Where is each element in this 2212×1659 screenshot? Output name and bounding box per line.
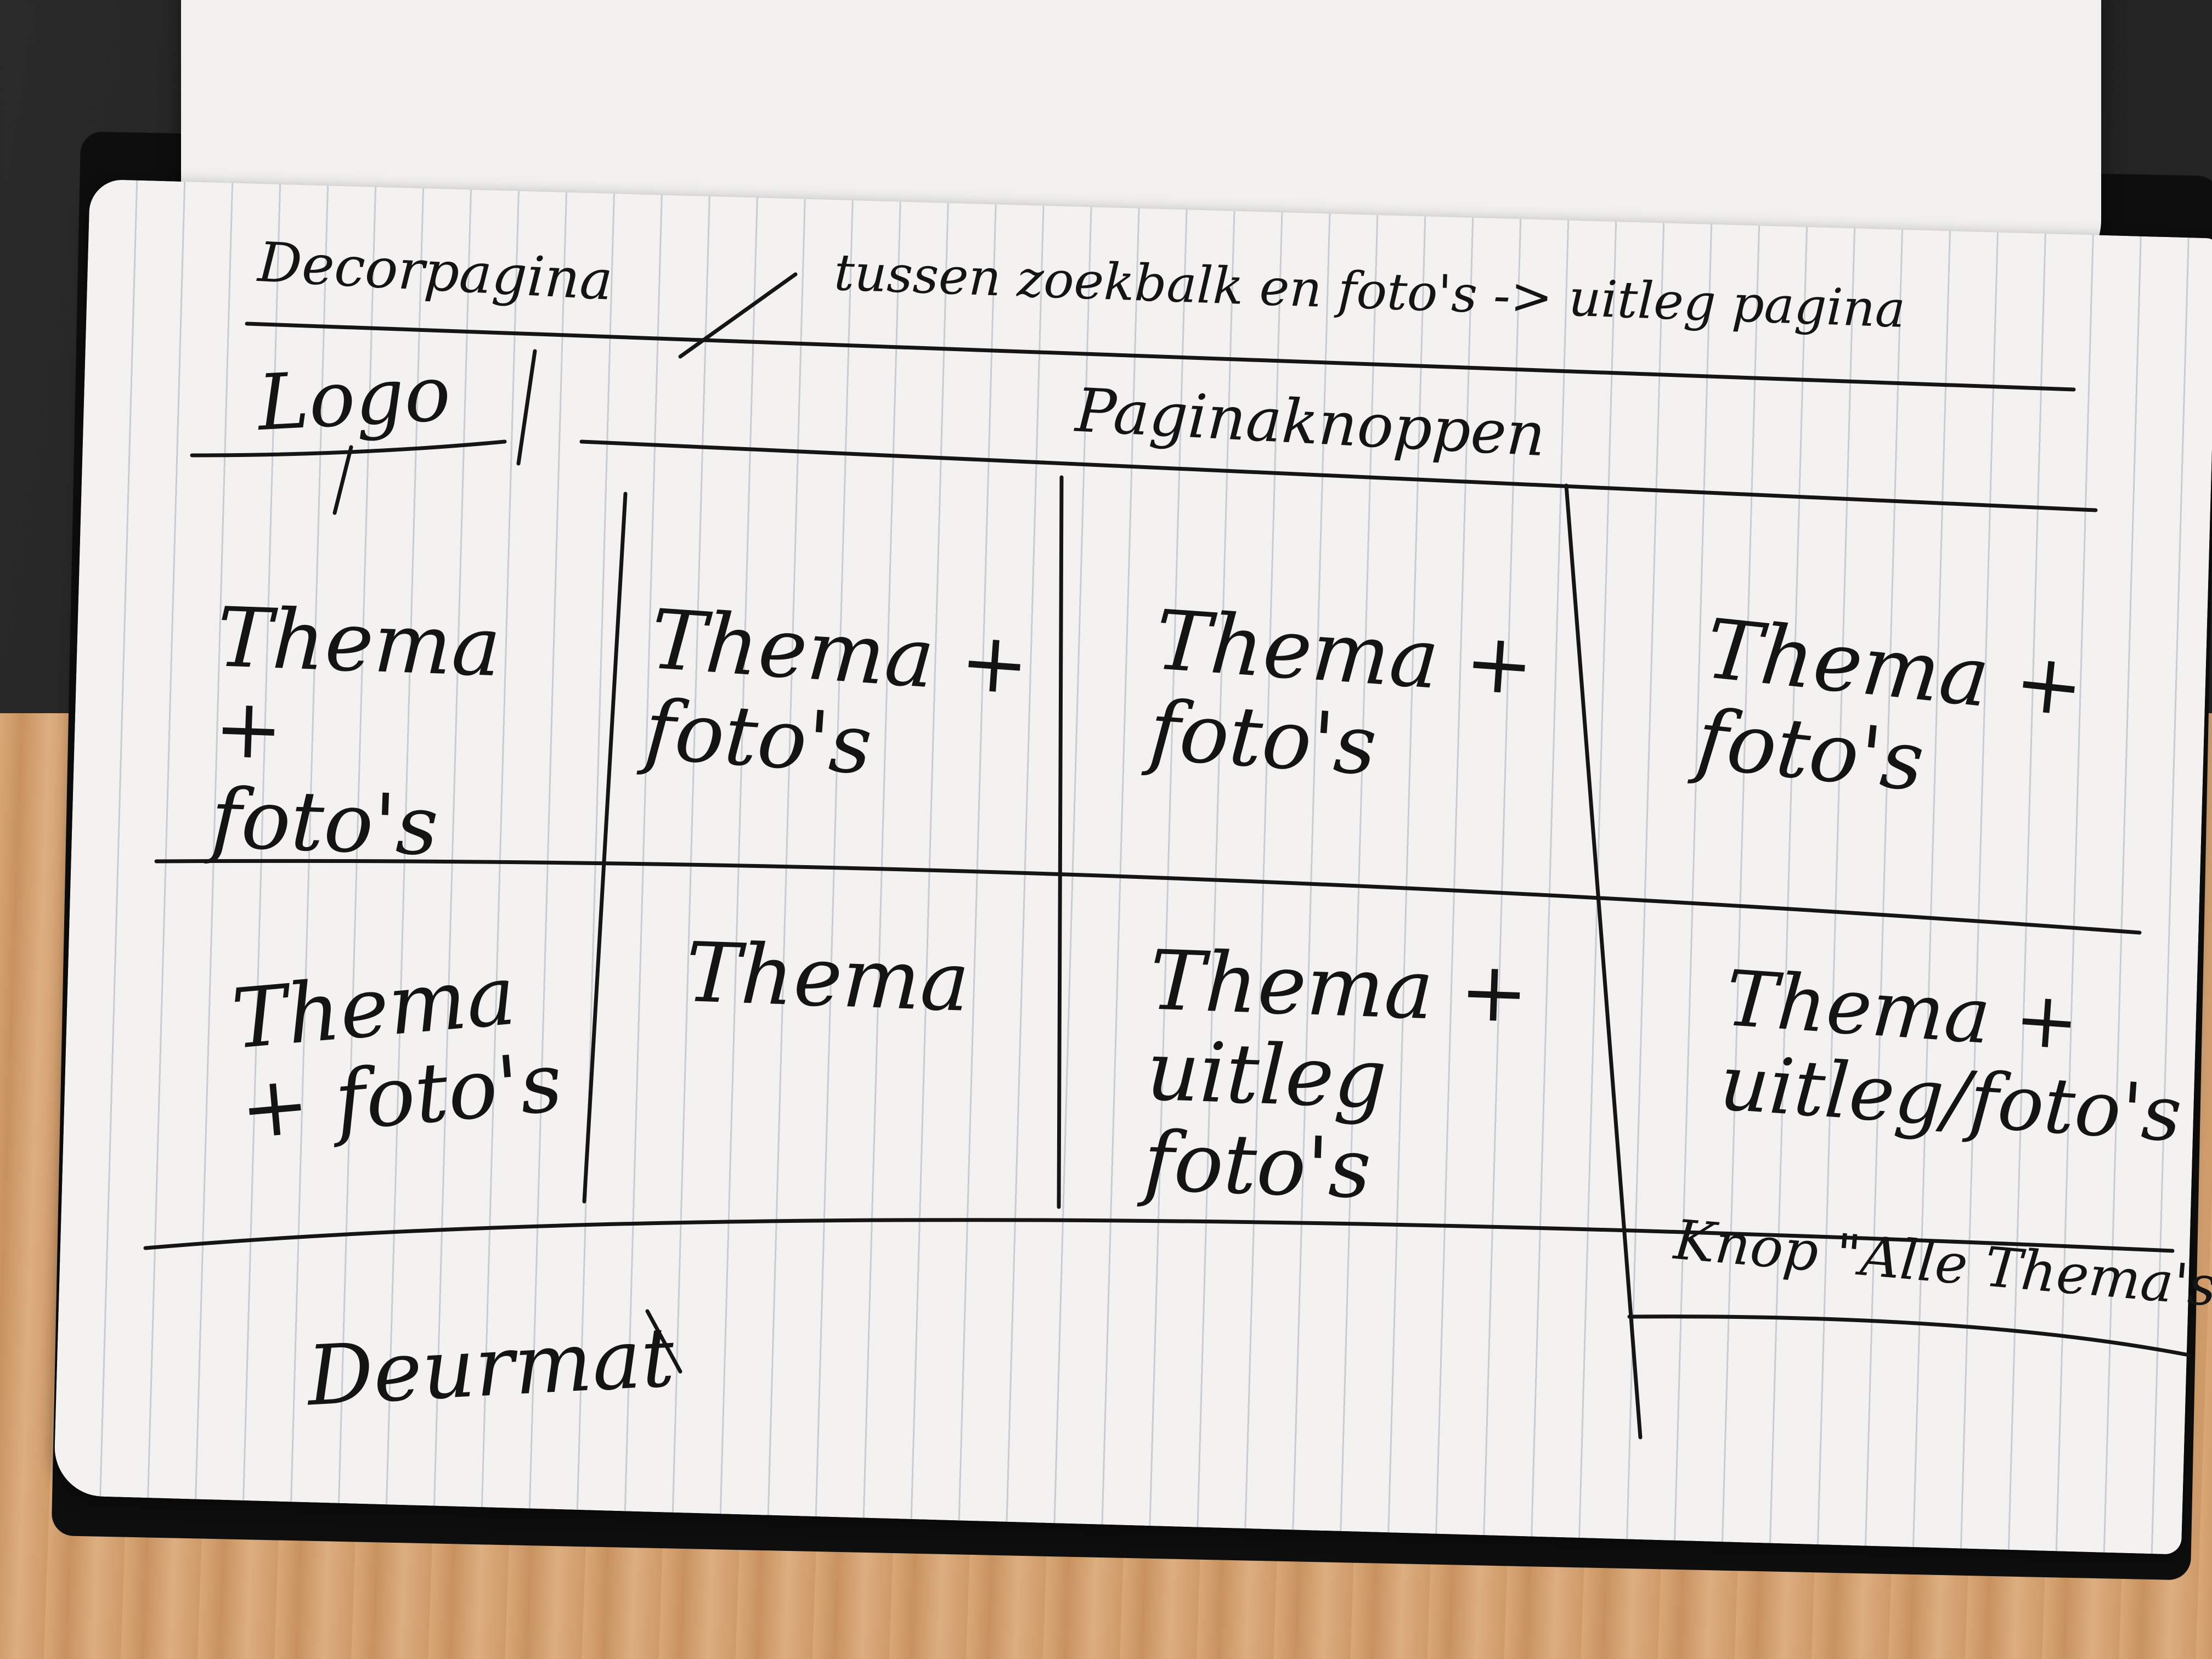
grid-bottom-divider bbox=[143, 1218, 2175, 1253]
theme-tile-r1c2: Thema + foto's bbox=[641, 591, 1032, 794]
button-underline bbox=[1627, 1314, 2191, 1357]
logo-placeholder: Logo bbox=[255, 348, 453, 449]
theme-tile-r1c1: Thema + foto's bbox=[209, 590, 503, 874]
header-slash bbox=[678, 272, 798, 359]
theme-tile-r2c4: Thema + uitleg/foto's bbox=[1717, 953, 2185, 1160]
grid-vertical-2 bbox=[1057, 475, 1064, 1209]
grid-vertical-3 bbox=[1564, 483, 1643, 1440]
theme-tile-r2c2: Thema bbox=[684, 925, 971, 1030]
logo-box-bottom bbox=[190, 439, 507, 458]
theme-tile-r2c3: Thema + uitleg foto's bbox=[1142, 933, 1531, 1217]
header-top-divider bbox=[245, 321, 2076, 392]
footer-arrow bbox=[645, 1309, 682, 1374]
grid-row-divider bbox=[154, 859, 2142, 935]
grid-vertical-1 bbox=[582, 492, 628, 1204]
logo-box-right bbox=[516, 349, 537, 466]
footer-label: Deurmat bbox=[304, 1310, 677, 1425]
logo-tail bbox=[332, 445, 353, 515]
header-right-divider bbox=[579, 439, 2098, 512]
theme-tile-r1c3: Thema + foto's bbox=[1146, 592, 1537, 794]
theme-tile-r2c1: Thema + foto's bbox=[228, 947, 566, 1158]
